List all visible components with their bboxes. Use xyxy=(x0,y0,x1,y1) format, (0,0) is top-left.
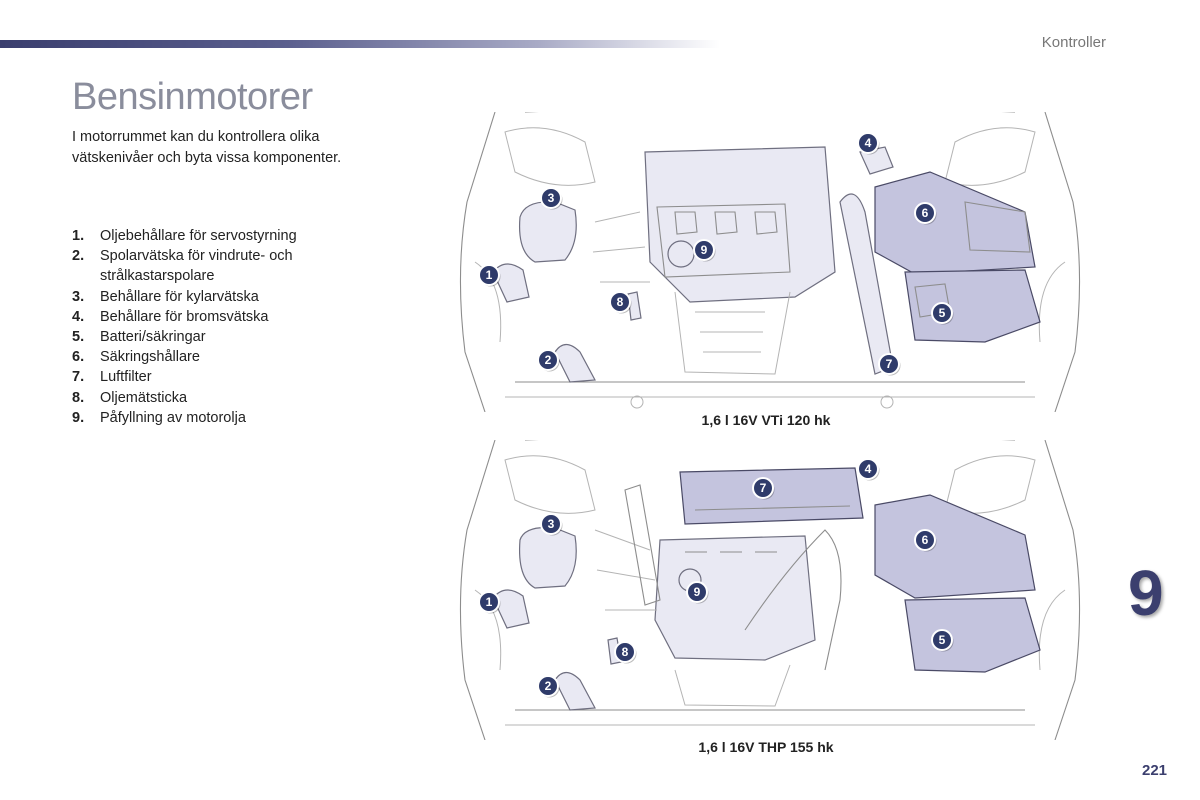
marker-1: 1 xyxy=(478,591,501,614)
svg-text:6: 6 xyxy=(922,206,929,220)
component-legend: 1. Oljebehållare för servostyrning 2. Spol… xyxy=(72,226,332,428)
legend-text: Behållare för kylarvätska xyxy=(100,288,259,305)
svg-text:7: 7 xyxy=(886,357,893,371)
marker-5: 5 xyxy=(931,302,954,325)
svg-text:5: 5 xyxy=(939,633,946,647)
marker-9: 9 xyxy=(686,581,709,604)
legend-text: Säkringshållare xyxy=(100,349,200,366)
oil-dipstick xyxy=(627,291,642,321)
marker-5: 5 xyxy=(931,629,954,652)
svg-text:1: 1 xyxy=(486,268,493,282)
marker-7: 7 xyxy=(752,477,775,500)
legend-number: 8. xyxy=(72,389,85,406)
legend-text: Påfyllning av motorolja xyxy=(100,409,246,426)
marker-4: 4 xyxy=(857,458,880,481)
legend-item: 6. Säkringshållare xyxy=(72,347,332,367)
legend-number: 2. xyxy=(72,248,85,265)
svg-text:2: 2 xyxy=(545,679,552,693)
washer-fluid-reservoir xyxy=(554,671,596,711)
oil-filler-cap xyxy=(667,240,695,268)
svg-text:1: 1 xyxy=(486,595,493,609)
marker-2: 2 xyxy=(537,349,560,372)
marker-8: 8 xyxy=(609,291,632,314)
legend-number: 7. xyxy=(72,369,85,386)
legend-number: 6. xyxy=(72,349,85,366)
header-accent-bar xyxy=(0,40,720,48)
turbo-pipe xyxy=(744,529,842,671)
marker-6: 6 xyxy=(914,529,937,552)
engine-diagram-vti: 1 2 3 4 5 6 7 8 9 xyxy=(459,112,1081,412)
svg-text:3: 3 xyxy=(548,517,555,531)
legend-text: Batteri/säkringar xyxy=(100,329,206,346)
engine-diagram-thp: 1 2 3 4 5 6 7 8 9 xyxy=(459,440,1081,740)
svg-text:3: 3 xyxy=(548,191,555,205)
legend-number: 4. xyxy=(72,308,85,325)
legend-item: 8. Oljemätsticka xyxy=(72,388,332,408)
washer-fluid-reservoir xyxy=(554,343,596,383)
marker-9: 9 xyxy=(693,239,716,262)
fuse-box xyxy=(874,494,1036,599)
legend-item: 2. Spolarvätska för vindrute- och strålka… xyxy=(72,246,332,286)
legend-number: 3. xyxy=(72,288,85,305)
battery xyxy=(904,269,1041,343)
legend-text: Oljebehållare för servostyrning xyxy=(100,228,297,244)
intro-text: I motorrummet kan du kontrollera olika v… xyxy=(72,129,342,166)
legend-text: Spolarvätska för vindrute- och strålkast… xyxy=(100,248,293,285)
section-label: Kontroller xyxy=(1041,34,1106,51)
marker-2: 2 xyxy=(537,675,560,698)
engine-bay-outline xyxy=(459,112,1081,412)
air-intake-duct xyxy=(839,193,894,375)
engine-bay-outline xyxy=(459,440,1081,740)
diagram-caption-vti: 1,6 l 16V VTi 120 hk xyxy=(701,412,831,428)
coolant-reservoir xyxy=(518,526,577,589)
svg-text:9: 9 xyxy=(701,243,708,257)
svg-text:8: 8 xyxy=(622,645,629,659)
marker-7: 7 xyxy=(878,353,901,376)
legend-item: 9. Påfyllning av motorolja xyxy=(72,408,332,428)
battery xyxy=(904,597,1041,673)
legend-item: 3. Behållare för kylarvätska xyxy=(72,287,332,307)
legend-number: 9. xyxy=(72,409,85,426)
svg-text:8: 8 xyxy=(617,295,624,309)
diagram-caption-thp: 1,6 l 16V THP 155 hk xyxy=(698,739,834,755)
coolant-reservoir xyxy=(518,201,577,263)
engine-block xyxy=(594,484,816,707)
fuse-box xyxy=(874,171,1036,275)
legend-item: 1. Oljebehållare för servostyrning xyxy=(72,226,332,246)
legend-item: 7. Luftfilter xyxy=(72,367,332,387)
legend-text: Luftfilter xyxy=(100,369,152,386)
legend-text: Behållare för bromsvätska xyxy=(100,308,269,325)
svg-text:6: 6 xyxy=(922,533,929,547)
svg-text:9: 9 xyxy=(694,585,701,599)
air-filter-housing xyxy=(679,467,864,525)
legend-text: Oljemätsticka xyxy=(100,389,188,406)
marker-3: 3 xyxy=(540,187,563,210)
legend-number: 1. xyxy=(72,228,85,244)
marker-3: 3 xyxy=(540,513,563,536)
marker-1: 1 xyxy=(478,264,501,287)
chapter-number: 9 xyxy=(1128,557,1164,629)
svg-text:4: 4 xyxy=(865,462,872,476)
svg-text:5: 5 xyxy=(939,306,946,320)
legend-item: 4. Behållare för bromsvätska xyxy=(72,307,332,327)
marker-8: 8 xyxy=(614,641,637,664)
svg-text:7: 7 xyxy=(760,481,767,495)
legend-number: 5. xyxy=(72,329,85,346)
page-title: Bensinmotorer xyxy=(72,76,313,118)
engine-block xyxy=(592,146,836,375)
marker-4: 4 xyxy=(857,132,880,155)
marker-6: 6 xyxy=(914,202,937,225)
svg-text:4: 4 xyxy=(865,136,872,150)
page-number: 221 xyxy=(1142,762,1168,779)
svg-text:2: 2 xyxy=(545,353,552,367)
legend-item: 5. Batteri/säkringar xyxy=(72,327,332,347)
